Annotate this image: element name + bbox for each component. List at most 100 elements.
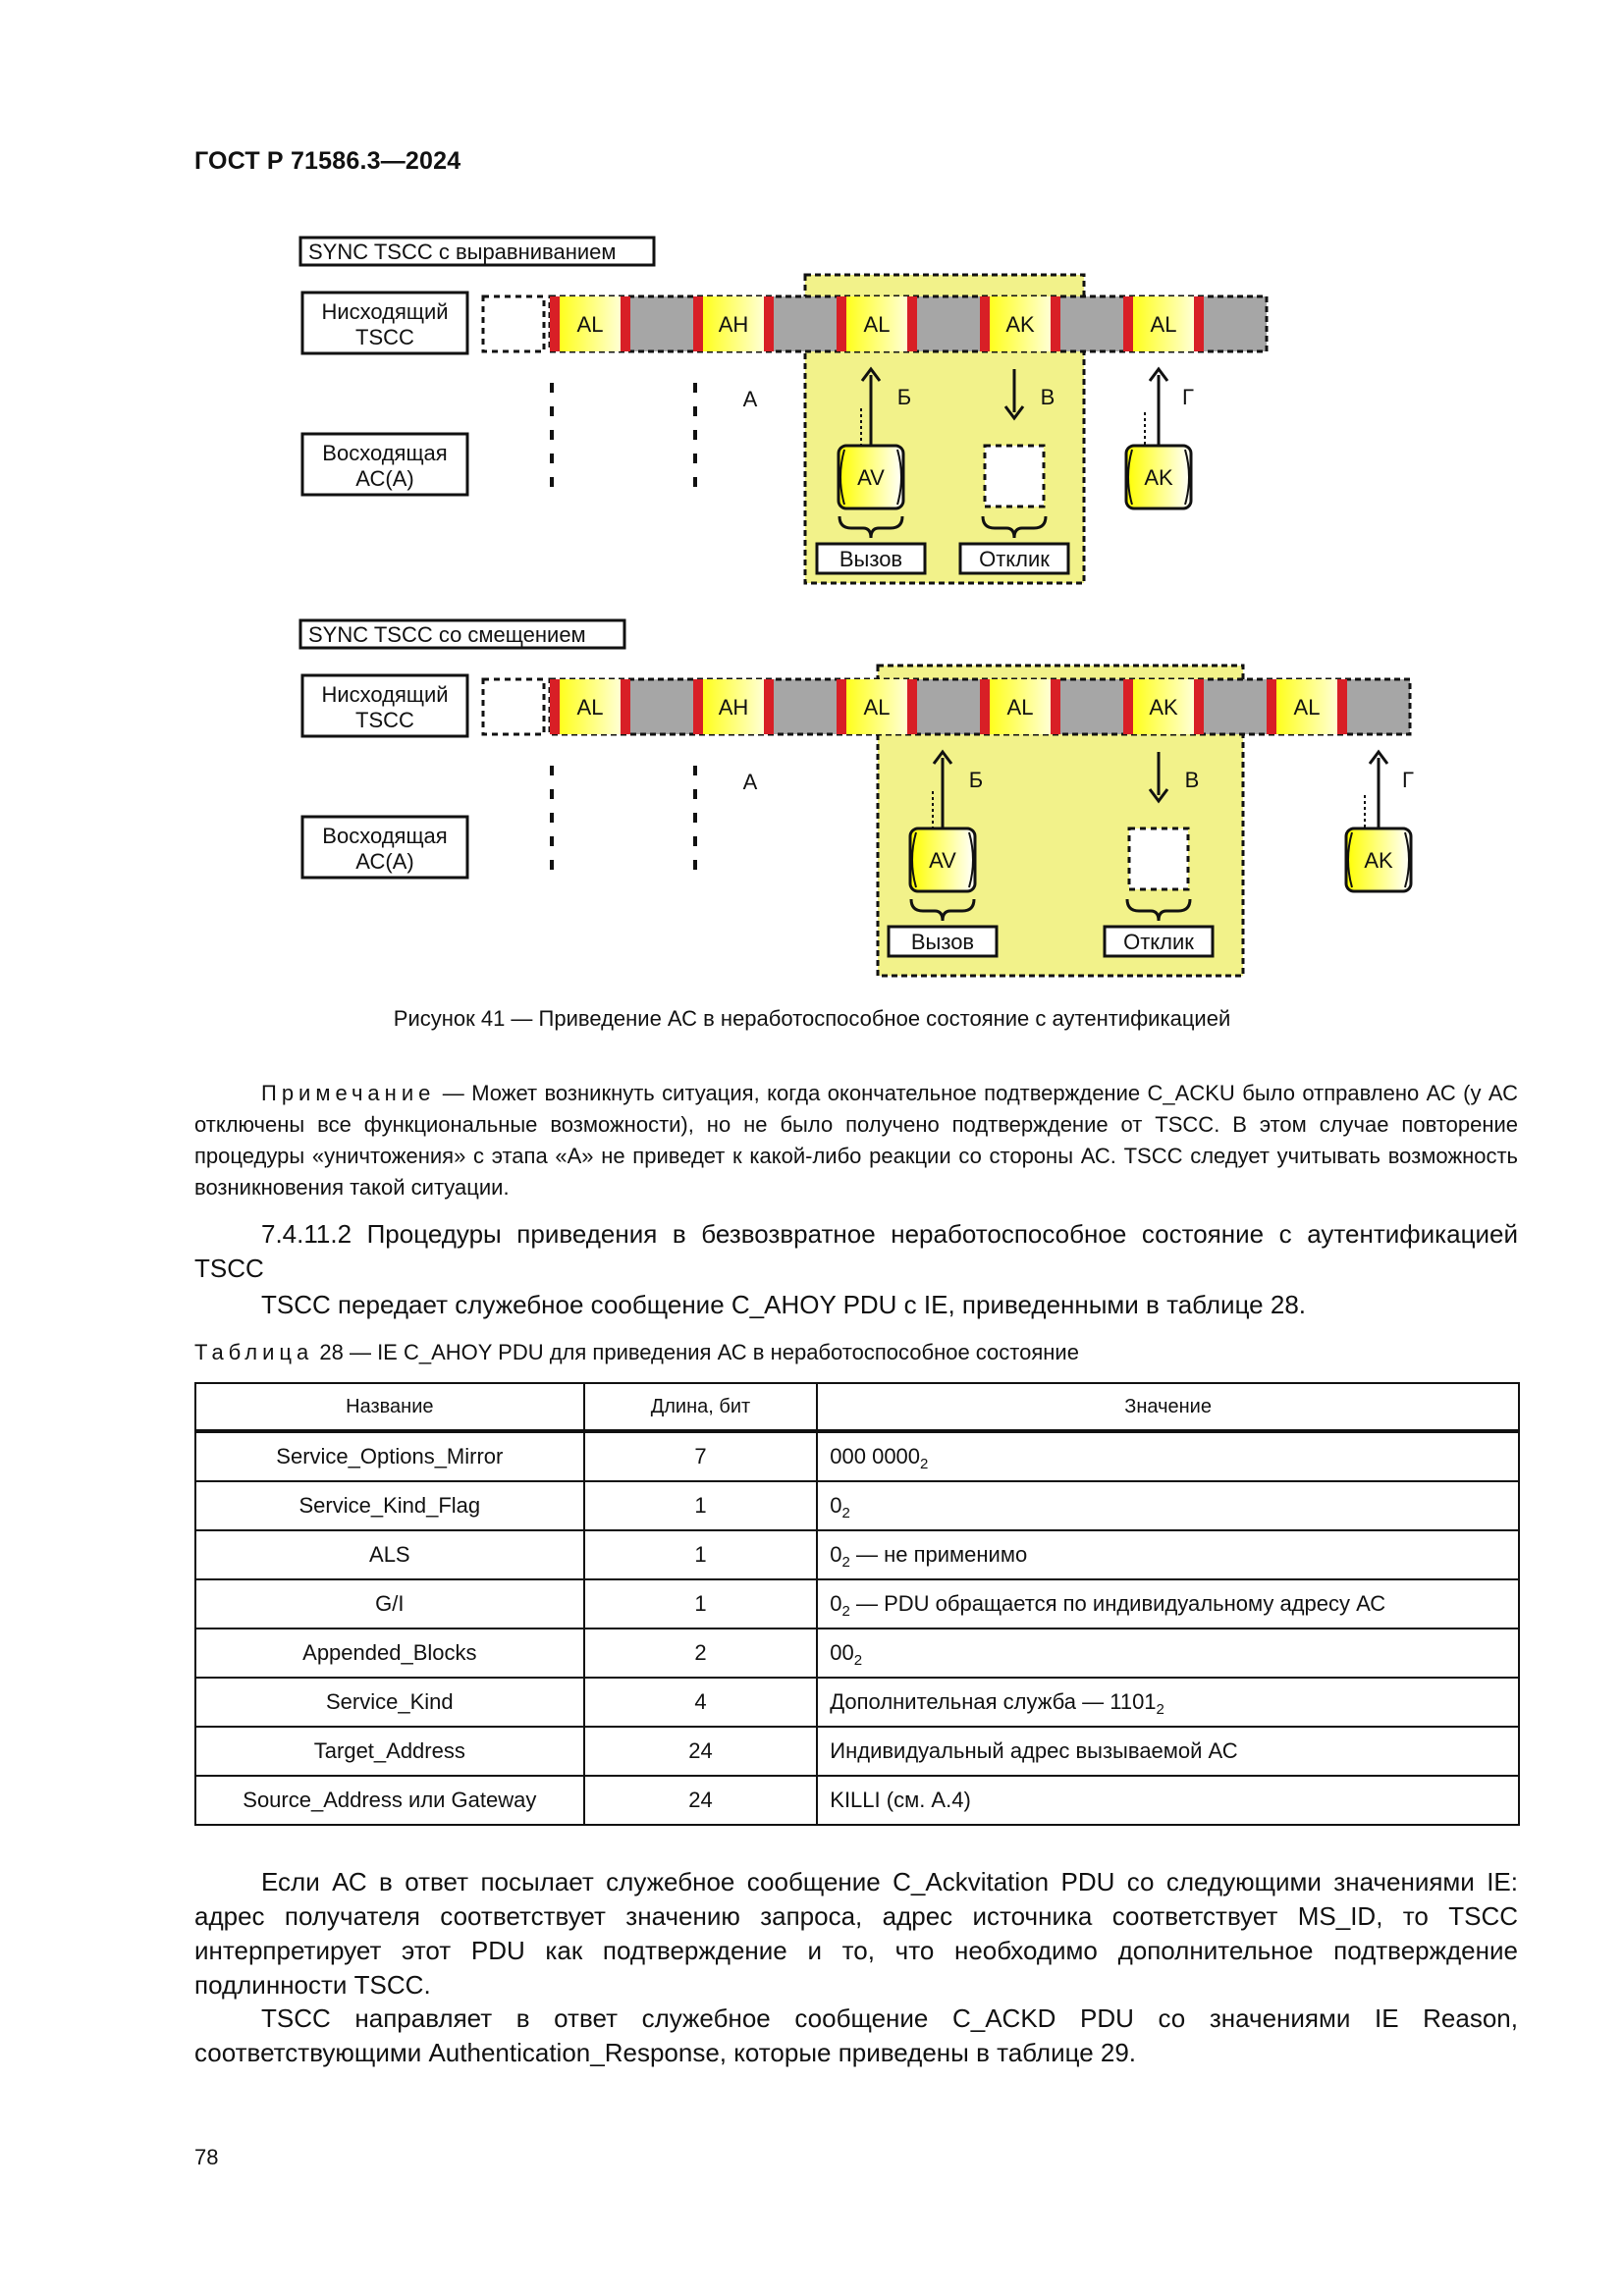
marker-v: В bbox=[1185, 768, 1200, 792]
slot-bar-left bbox=[1123, 679, 1133, 734]
call-box bbox=[887, 925, 999, 958]
slot-label: AH bbox=[719, 312, 749, 337]
arrow-v-head bbox=[1003, 405, 1025, 421]
slot-bar-right bbox=[1194, 679, 1204, 734]
downlink-label-line2: TSCC bbox=[355, 708, 414, 732]
slot-bar-left bbox=[1267, 679, 1276, 734]
slot-bar-right bbox=[1337, 679, 1347, 734]
panel-title: SYNC TSCC со смещением bbox=[308, 622, 586, 647]
marker-b: Б bbox=[897, 385, 911, 409]
marker-a: А bbox=[743, 770, 758, 794]
uplink-label bbox=[300, 815, 469, 880]
marker-a: А bbox=[743, 387, 758, 411]
slot-bar-left bbox=[550, 679, 560, 734]
ie-table: Название Длина, бит Значение Service_Opt… bbox=[194, 1382, 1520, 1826]
response-box bbox=[958, 542, 1070, 575]
header-name: Название bbox=[194, 1382, 585, 1433]
brace-call bbox=[909, 898, 976, 922]
cell-length: 4 bbox=[582, 1677, 819, 1728]
uplink-av-left-curve bbox=[911, 831, 917, 888]
slot-label: AL bbox=[1007, 695, 1034, 720]
paragraph-response: Если АС в ответ посылает служебное сообщ… bbox=[194, 1867, 1518, 2000]
cell-value: Дополнительная служба — 11012 bbox=[816, 1677, 1520, 1728]
slot-bar-left bbox=[1123, 296, 1133, 351]
cell-value: Индивидуальный адрес вызываемой АС bbox=[816, 1726, 1520, 1777]
figure-caption: Рисунок 41 — Приведение АС в неработоспо… bbox=[393, 1006, 1231, 1031]
marker-b: Б bbox=[969, 768, 983, 792]
cell-length: 1 bbox=[582, 1480, 819, 1531]
slot-label: AL bbox=[864, 312, 891, 337]
cell-value: 002 bbox=[816, 1628, 1520, 1679]
slot-label: AL bbox=[577, 695, 604, 720]
cell-name: ALS bbox=[194, 1529, 585, 1580]
cell-value: 02 — не применимо bbox=[816, 1529, 1520, 1580]
slot-fill bbox=[693, 679, 774, 734]
slot-label: AL bbox=[1151, 312, 1177, 337]
slot-bar-right bbox=[1051, 679, 1060, 734]
slot-fill bbox=[550, 296, 630, 351]
document-id: ГОСТ Р 71586.3—2024 bbox=[194, 147, 461, 175]
uplink-ak-right-curve bbox=[1184, 449, 1190, 506]
slot-bar-right bbox=[907, 679, 917, 734]
response-box-label: Отклик bbox=[979, 547, 1050, 571]
uplink-ak bbox=[1344, 827, 1413, 893]
note-paragraph: Примечание — Может возникнуть ситуация, … bbox=[194, 1078, 1518, 1203]
cell-value: 02 bbox=[816, 1480, 1520, 1531]
slot-bar-right bbox=[621, 679, 630, 734]
slot-bar-left bbox=[980, 296, 990, 351]
uplink-av-right-curve bbox=[896, 449, 902, 506]
call-box-label: Вызов bbox=[839, 547, 902, 571]
table-header-row: Название Длина, бит Значение bbox=[194, 1382, 1520, 1433]
cell-value: 000 00002 bbox=[816, 1430, 1520, 1482]
uplink-label-line2: АС(А) bbox=[355, 849, 413, 874]
slot-fill bbox=[1123, 296, 1204, 351]
slot-fill bbox=[837, 296, 917, 351]
slot-bar-right bbox=[764, 679, 774, 734]
cell-length: 24 bbox=[582, 1775, 819, 1826]
uplink-ak-label: AK bbox=[1364, 848, 1393, 873]
downlink-label-line1: Нисходящий bbox=[321, 299, 448, 324]
uplink-av-label: AV bbox=[857, 465, 885, 490]
uplink-av-label: AV bbox=[929, 848, 956, 873]
slot-label: AK bbox=[1005, 312, 1035, 337]
cell-name: Service_Kind_Flag bbox=[194, 1480, 585, 1531]
response-box bbox=[1103, 925, 1215, 958]
cell-name: Source_Address или Gateway bbox=[194, 1775, 585, 1826]
call-box bbox=[815, 542, 927, 575]
slot-bar-left bbox=[980, 679, 990, 734]
cell-name: Service_Kind bbox=[194, 1677, 585, 1728]
table-label: Таблица bbox=[194, 1340, 314, 1364]
slot-fill bbox=[693, 296, 774, 351]
cell-value: 02 — PDU обращается по индивидуальному а… bbox=[816, 1578, 1520, 1629]
brace-response bbox=[1125, 898, 1192, 922]
slot-bar-left bbox=[550, 296, 560, 351]
arrow-b-head bbox=[860, 366, 882, 382]
arrow-v-head bbox=[1148, 788, 1169, 804]
slot-fill bbox=[980, 296, 1060, 351]
table-title: Таблица 28 — IE C_AHOY PDU для приведени… bbox=[194, 1340, 1079, 1365]
slot-bar-right bbox=[764, 296, 774, 351]
downlink-label-line2: TSCC bbox=[355, 325, 414, 349]
cell-name: G/I bbox=[194, 1578, 585, 1629]
uplink-ak-right-curve bbox=[1404, 831, 1410, 888]
uplink-label-line2: АС(А) bbox=[355, 466, 413, 491]
cell-length: 7 bbox=[582, 1430, 819, 1482]
empty-response bbox=[983, 444, 1046, 508]
slot-label: AL bbox=[577, 312, 604, 337]
uplink-ak bbox=[1124, 444, 1193, 510]
note-text: — Может возникнуть ситуация, когда оконч… bbox=[194, 1081, 1518, 1200]
slot-bar-left bbox=[837, 679, 846, 734]
cell-value: KILLI (см. А.4) bbox=[816, 1775, 1520, 1826]
slot-bar-right bbox=[621, 296, 630, 351]
intro-paragraph: TSCC передает служебное сообщение C_AHOY… bbox=[261, 1290, 1307, 1319]
cell-length: 2 bbox=[582, 1628, 819, 1679]
slot-label: AL bbox=[864, 695, 891, 720]
cell-name: Service_Options_Mirror bbox=[194, 1430, 585, 1482]
marker-g: Г bbox=[1182, 385, 1194, 409]
